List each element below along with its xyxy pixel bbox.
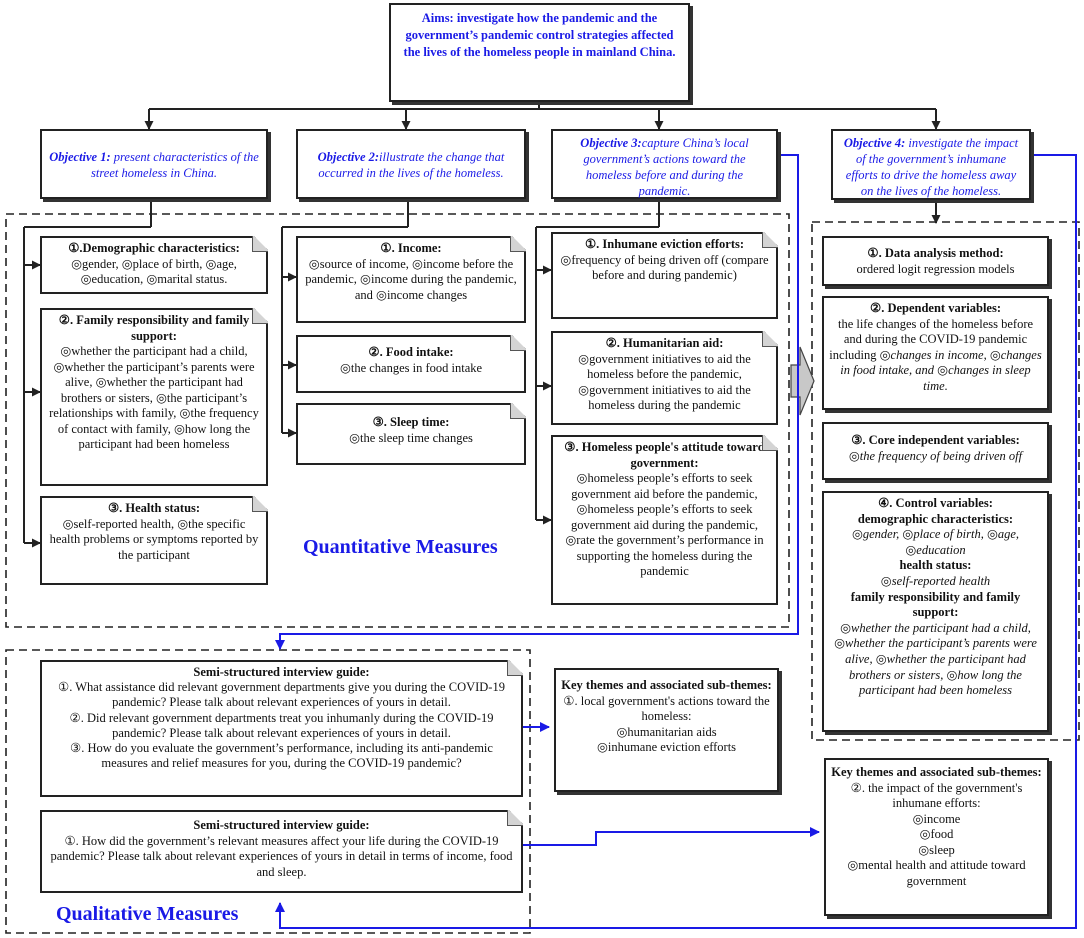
dependent-variables-italic: ◎changes in income, ◎changes in food int… <box>840 347 1042 393</box>
demographic-box: ①.Demographic characteristics: ◎gender, … <box>40 236 268 294</box>
control-variables-box: ④. Control variables: demographic charac… <box>822 491 1049 732</box>
key-themes-1-line2: ◎humanitarian aids <box>616 724 717 739</box>
objective-3-label: Objective 3: <box>580 136 642 150</box>
food-title: ②. Food intake: <box>368 345 454 359</box>
control-sub-family-items: ◎whether the participant had a child, ◎w… <box>834 620 1037 698</box>
objective-4-box: Objective 4: investigate the impact of t… <box>831 129 1031 200</box>
income-box: ①. Income: ◎source of income, ◎income be… <box>296 236 526 323</box>
objective-1-box: Objective 1: present characteristics of … <box>40 129 268 199</box>
interview-guide-2-q1: ①. How did the government’s relevant mea… <box>50 833 513 879</box>
objective-2-text: illustrate the change that occurred in t… <box>318 150 505 180</box>
demographic-title: ①.Demographic characteristics: <box>68 241 240 255</box>
attitude-box: ③. Homeless people's attitude toward gov… <box>551 435 778 605</box>
food-body: ◎the changes in food intake <box>339 360 483 375</box>
objective-4-text: investigate the impact of the government… <box>845 136 1019 198</box>
interview-guide-1-q1: ①. What assistance did relevant governme… <box>58 680 505 710</box>
eviction-body: ◎frequency of being driven off (compare … <box>560 252 769 282</box>
qualitative-measures-label: Qualitative Measures <box>56 903 239 925</box>
income-body: ◎source of income, ◎income before the pa… <box>305 256 517 302</box>
demographic-body: ◎gender, ◎place of birth, ◎age, ◎educati… <box>71 256 237 286</box>
attitude-title: ③. Homeless people's attitude toward gov… <box>564 440 765 470</box>
control-sub-health: health status: <box>899 558 972 573</box>
interview-guide-1-q3: ③. How do you evaluate the government’s … <box>70 741 493 771</box>
objective-2-box: Objective 2:illustrate the change that o… <box>296 129 526 199</box>
humanitarian-body: ◎government initiatives to aid the homel… <box>578 351 751 412</box>
control-sub-health-items: ◎self-reported health <box>880 573 991 588</box>
key-themes-2-line3: ◎food <box>919 827 954 841</box>
interview-guide-1-q2: ②. Did relevant government departments t… <box>69 710 494 740</box>
data-analysis-title: ①. Data analysis method: <box>867 246 1004 260</box>
key-themes-2-line4: ◎sleep <box>918 842 955 857</box>
data-analysis-box: ①. Data analysis method: ordered logit r… <box>822 236 1049 286</box>
humanitarian-box: ②. Humanitarian aid: ◎government initiat… <box>551 331 778 425</box>
interview-guide-1-title: Semi-structured interview guide: <box>193 665 370 679</box>
objective-2-label: Objective 2: <box>317 150 380 164</box>
attitude-body: ◎homeless people’s efforts to seek gover… <box>565 471 764 578</box>
core-independent-title: ③. Core independent variables: <box>851 433 1020 447</box>
block-arrow <box>790 346 815 416</box>
health-box: ③. Health status: ◎self-reported health,… <box>40 496 268 585</box>
key-themes-2-line1: ②. the impact of the government's inhuma… <box>850 780 1023 811</box>
control-sub-demographic: demographic characteristics: <box>857 511 1014 526</box>
objective-3-box: Objective 3:capture China’s local govern… <box>551 129 778 199</box>
aims-box: Aims: investigate how the pandemic and t… <box>389 3 690 102</box>
dependent-variables-title: ②. Dependent variables: <box>870 301 1001 315</box>
family-title: ②. Family responsibility and family supp… <box>58 313 250 343</box>
family-box: ②. Family responsibility and family supp… <box>40 308 268 486</box>
sleep-box: ③. Sleep time: ◎the sleep time changes <box>296 403 526 465</box>
control-sub-demographic-items: ◎gender, ◎place of birth, ◎age, ◎educati… <box>851 527 1020 557</box>
sleep-body: ◎the sleep time changes <box>349 430 473 445</box>
key-themes-2-line5: ◎mental health and attitude toward gover… <box>847 858 1026 888</box>
core-independent-box: ③. Core independent variables: ◎the freq… <box>822 422 1049 480</box>
dependent-variables-box: ②. Dependent variables: the life changes… <box>822 296 1049 410</box>
income-title: ①. Income: <box>380 241 442 255</box>
quantitative-frame <box>5 213 790 628</box>
sleep-title: ③. Sleep time: <box>372 415 450 429</box>
eviction-title: ①. Inhumane eviction efforts: <box>584 237 745 251</box>
control-sub-family: family responsibility and family support… <box>850 589 1021 620</box>
key-themes-2-box: Key themes and associated sub-themes: ②.… <box>824 758 1049 916</box>
eviction-box: ①. Inhumane eviction efforts: ◎frequency… <box>551 232 778 319</box>
control-variables-title: ④. Control variables: <box>878 496 993 510</box>
key-themes-2-line2: ◎income <box>912 811 961 826</box>
data-analysis-body: ordered logit regression models <box>856 261 1015 276</box>
health-body: ◎self-reported health, ◎the specific hea… <box>49 516 259 562</box>
objective-4-label: Objective 4: <box>843 136 906 150</box>
interview-guide-1-box: Semi-structured interview guide: ①. What… <box>40 660 523 797</box>
objective-1-label: Objective 1: <box>49 150 111 164</box>
interview-guide-2-box: Semi-structured interview guide: ①. How … <box>40 810 523 893</box>
humanitarian-title: ②. Humanitarian aid: <box>605 336 724 350</box>
family-body: ◎whether the participant had a child, ◎w… <box>49 344 259 451</box>
col4-frame <box>811 221 1080 741</box>
key-themes-1-line1: ①. local government's actions toward the… <box>563 693 770 724</box>
objective-1-text: present characteristics of the street ho… <box>91 150 259 180</box>
food-box: ②. Food intake: ◎the changes in food int… <box>296 335 526 393</box>
quantitative-measures-label: Quantitative Measures <box>303 536 498 558</box>
key-themes-1-title: Key themes and associated sub-themes: <box>561 678 772 692</box>
dependent-variables-body: the life changes of the homeless before … <box>829 316 1034 362</box>
key-themes-1-box: Key themes and associated sub-themes: ①.… <box>554 668 779 792</box>
key-themes-2-title: Key themes and associated sub-themes: <box>831 765 1042 779</box>
core-independent-italic: ◎the frequency of being driven off <box>848 448 1023 463</box>
interview-guide-2-title: Semi-structured interview guide: <box>193 818 370 832</box>
health-title: ③. Health status: <box>107 501 201 515</box>
objective-3-text: capture China’s local government’s actio… <box>583 136 749 198</box>
key-themes-1-line3: ◎inhumane eviction efforts <box>596 740 737 754</box>
qualitative-frame <box>5 649 531 934</box>
